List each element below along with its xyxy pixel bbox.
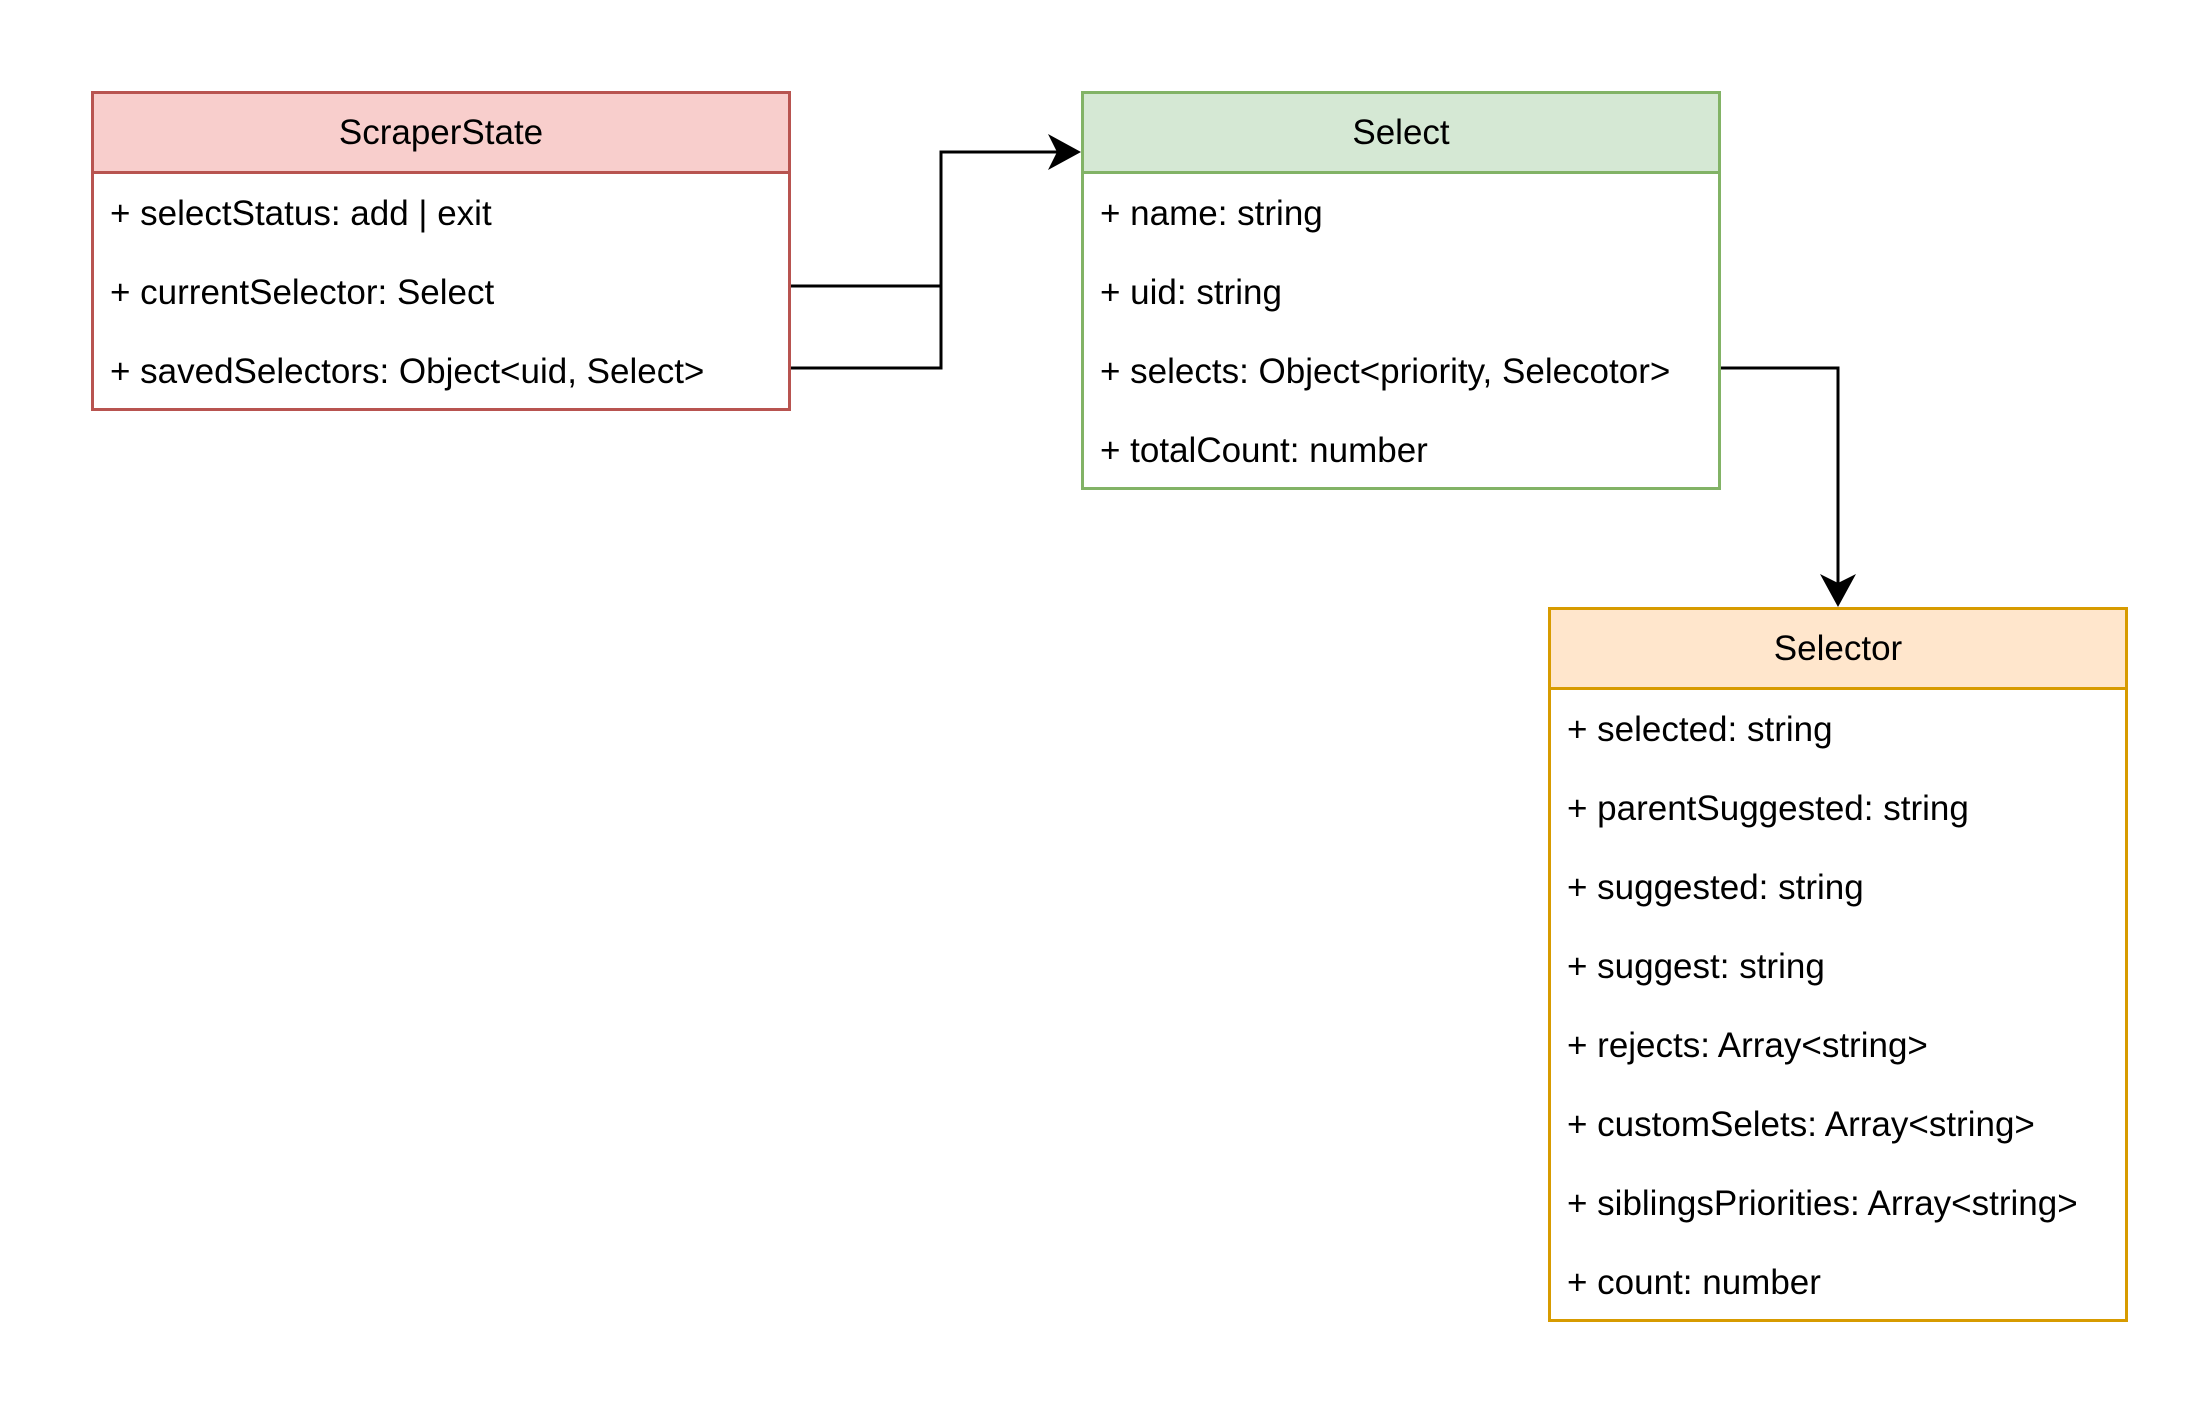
attr-selects: + selects: Object<priority, Selecotor> xyxy=(1100,351,1671,391)
attr-selected: + selected: string xyxy=(1567,709,1833,749)
attr-parent-suggested: + parentSuggested: string xyxy=(1567,788,1969,828)
class-select-title: Select xyxy=(1084,94,1718,174)
class-selector-title: Selector xyxy=(1551,610,2125,690)
connector-selects-to-selector xyxy=(1721,366,1856,607)
class-scraperstate[interactable]: ScraperState + selectStatus: add | exit … xyxy=(91,91,791,411)
connector-savedselectors-to-select xyxy=(791,286,943,370)
attr-count: + count: number xyxy=(1567,1262,1821,1302)
attr-saved-selectors: + savedSelectors: Object<uid, Select> xyxy=(110,351,705,391)
connector-currentselector-to-select xyxy=(791,134,1081,288)
attr-name: + name: string xyxy=(1100,193,1323,233)
class-selector[interactable]: Selector + selected: string + parentSugg… xyxy=(1548,607,2128,1322)
attr-select-status: + selectStatus: add | exit xyxy=(110,193,492,233)
attr-total-count: + totalCount: number xyxy=(1100,430,1428,470)
class-scraperstate-title: ScraperState xyxy=(94,94,788,174)
class-select[interactable]: Select + name: string + uid: string + se… xyxy=(1081,91,1721,490)
attr-uid: + uid: string xyxy=(1100,272,1282,312)
attr-suggested: + suggested: string xyxy=(1567,867,1864,907)
attr-custom-selets: + customSelets: Array<string> xyxy=(1567,1104,2035,1144)
attr-rejects: + rejects: Array<string> xyxy=(1567,1025,1928,1065)
attr-siblings-priorities: + siblingsPriorities: Array<string> xyxy=(1567,1183,2078,1223)
attr-suggest: + suggest: string xyxy=(1567,946,1825,986)
attr-current-selector: + currentSelector: Select xyxy=(110,272,495,312)
